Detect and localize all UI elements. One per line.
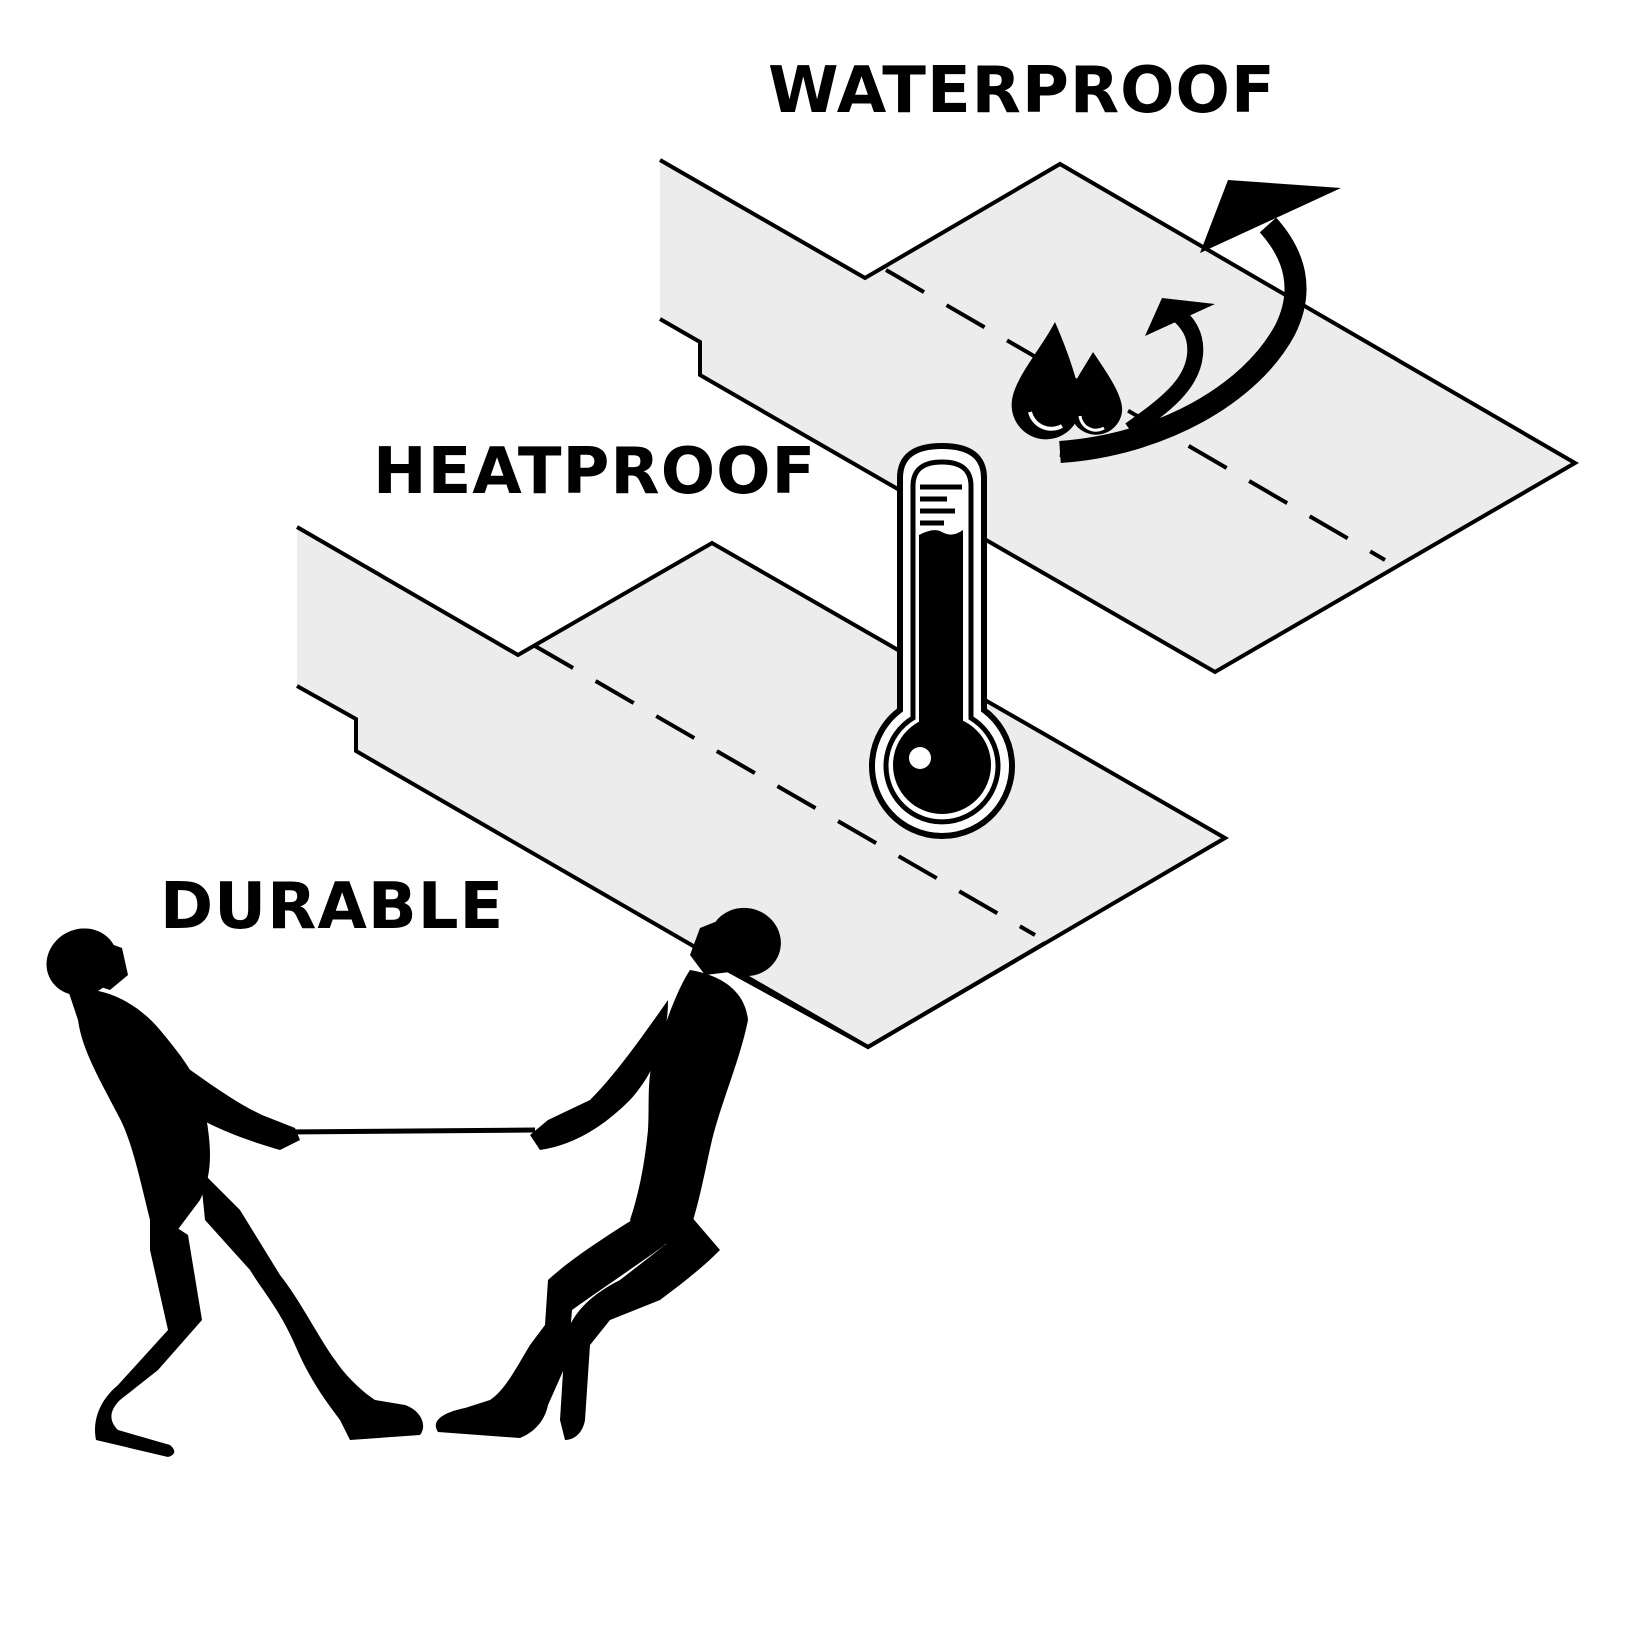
thermometer-icon	[869, 442, 1015, 839]
label-heatproof: HEATPROOF	[373, 435, 816, 509]
label-durable: DURABLE	[160, 870, 504, 944]
sheet-middle	[295, 525, 1229, 1050]
tug-of-war-silhouette-icon	[46, 907, 781, 1457]
fold-line-middle	[533, 644, 1037, 937]
rope	[284, 1127, 536, 1135]
water-drops-with-arrows-icon	[1011, 180, 1341, 463]
fold-line-top	[884, 268, 1387, 562]
label-waterproof: WATERPROOF	[768, 54, 1276, 128]
sheet-bottom-edge	[699, 941, 1047, 1050]
